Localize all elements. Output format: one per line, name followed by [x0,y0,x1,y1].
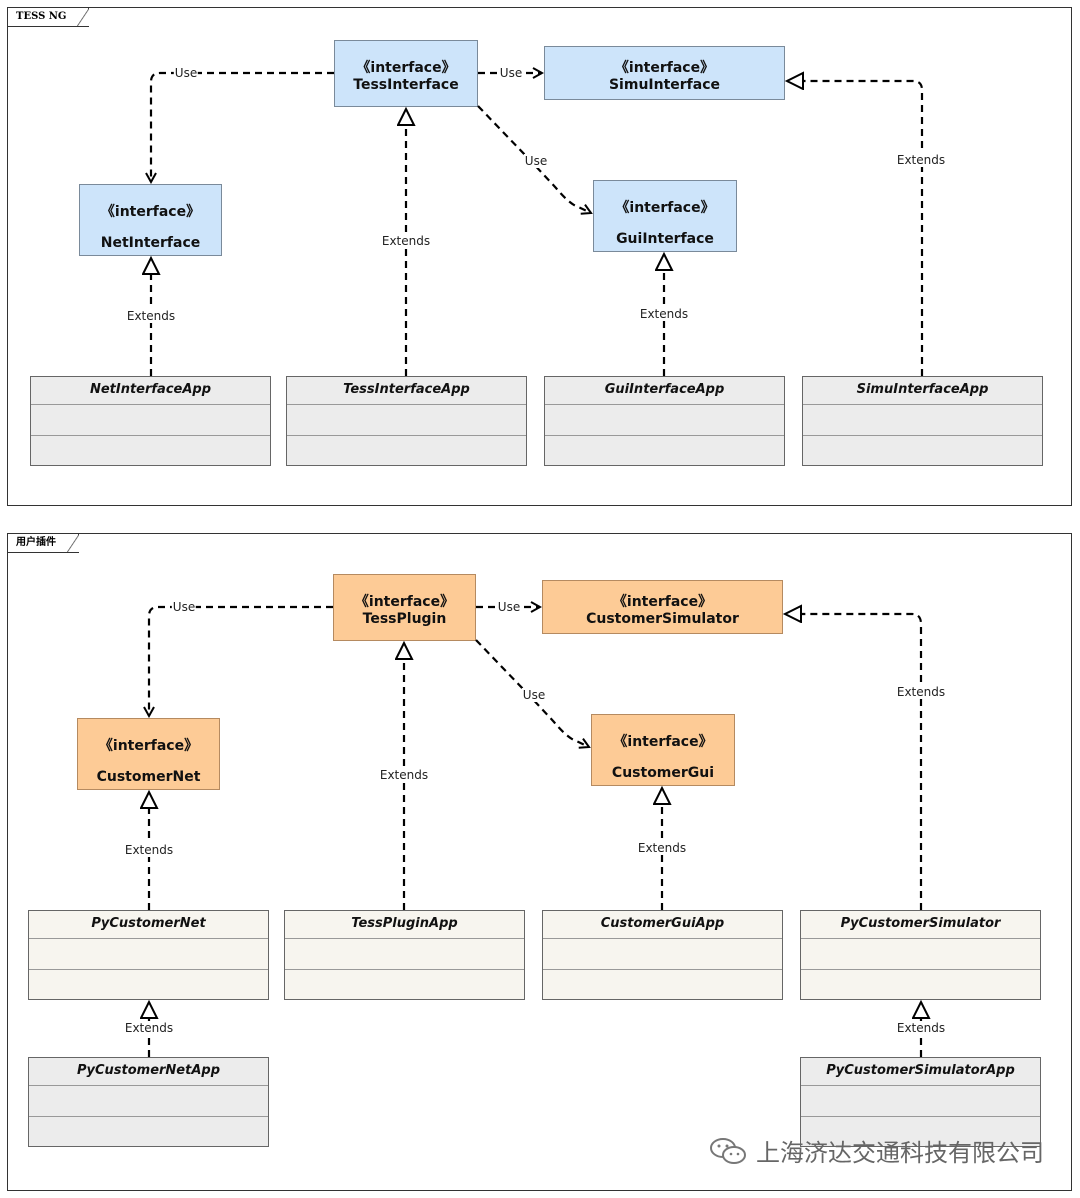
extends-label: Extends [895,1021,947,1035]
interface-name: NetInterface [100,235,201,251]
class-py-customer-net-app[interactable]: PyCustomerNetApp [28,1057,269,1147]
class-name: PyCustomerSimulator [801,911,1040,939]
watermark: 上海济达交通科技有限公司 [708,1133,1044,1168]
interface-net[interactable]: 《interface》 NetInterface [79,184,222,256]
interface-name: TessInterface [353,77,459,93]
class-py-customer-net[interactable]: PyCustomerNet [28,910,269,1000]
class-name: PyCustomerNet [29,911,268,939]
wechat-icon [710,1137,746,1164]
class-simu-interface-app[interactable]: SimuInterfaceApp [802,376,1043,466]
extends-label: Extends [378,768,430,782]
class-net-interface-app[interactable]: NetInterfaceApp [30,376,271,466]
class-tess-plugin-app[interactable]: TessPluginApp [284,910,525,1000]
interface-name: CustomerGui [611,765,715,781]
watermark-text: 上海济达交通科技有限公司 [756,1139,1044,1167]
class-name: NetInterfaceApp [31,377,270,405]
interface-name: TessPlugin [362,611,447,627]
stereotype-label: 《interface》 [614,60,715,76]
stereotype-label: 《interface》 [615,200,715,216]
interface-gui[interactable]: 《interface》 GuiInterface [593,180,737,252]
use-edge [151,71,334,182]
extends-label: Extends [895,685,947,699]
interface-customer-simulator[interactable]: 《interface》 CustomerSimulator [542,580,783,634]
extends-label: Extends [636,841,688,855]
use-label: Use [521,688,547,702]
extends-label: Extends [895,153,947,167]
stereotype-label: 《interface》 [98,738,199,754]
interface-name: CustomerNet [96,769,201,785]
interface-customer-net[interactable]: 《interface》 CustomerNet [77,718,220,790]
class-name: PyCustomerSimulatorApp [801,1058,1040,1086]
stereotype-label: 《interface》 [100,204,201,220]
class-name: GuiInterfaceApp [545,377,784,405]
extends-label: Extends [125,309,177,323]
interface-name: SimuInterface [608,77,721,93]
use-label: Use [173,66,199,80]
stereotype-label: 《interface》 [356,60,456,76]
use-label: Use [496,600,522,614]
extends-label: Extends [123,1021,175,1035]
use-edge [477,105,591,213]
extends-edge [785,614,923,910]
interface-name: GuiInterface [616,231,714,247]
frame-title: TESS NG [8,8,90,27]
class-name: TessPluginApp [285,911,524,939]
use-label: Use [498,66,524,80]
class-name: TessInterfaceApp [287,377,526,405]
class-py-customer-simulator-app[interactable]: PyCustomerSimulatorApp [800,1057,1041,1147]
interface-customer-gui[interactable]: 《interface》 CustomerGui [591,714,735,786]
stereotype-label: 《interface》 [613,734,713,750]
frame-title: 用户插件 [8,534,79,553]
extends-label: Extends [123,843,175,857]
class-name: PyCustomerNetApp [29,1058,268,1086]
class-name: SimuInterfaceApp [803,377,1042,405]
class-py-customer-simulator[interactable]: PyCustomerSimulator [800,910,1041,1000]
extends-label: Extends [380,234,432,248]
extends-label: Extends [638,307,690,321]
interface-simu[interactable]: 《interface》 SimuInterface [544,46,785,100]
use-edge [149,605,333,716]
class-gui-interface-app[interactable]: GuiInterfaceApp [544,376,785,466]
use-label: Use [523,154,549,168]
stereotype-label: 《interface》 [354,594,455,610]
class-name: CustomerGuiApp [543,911,782,939]
use-edge [475,639,589,747]
use-label: Use [171,600,197,614]
extends-edge [787,81,924,376]
class-customer-gui-app[interactable]: CustomerGuiApp [542,910,783,1000]
interface-tess-plugin[interactable]: 《interface》 TessPlugin [333,574,476,641]
stereotype-label: 《interface》 [612,594,713,610]
interface-tess[interactable]: 《interface》 TessInterface [334,40,478,107]
interface-name: CustomerSimulator [586,611,739,627]
class-tess-interface-app[interactable]: TessInterfaceApp [286,376,527,466]
